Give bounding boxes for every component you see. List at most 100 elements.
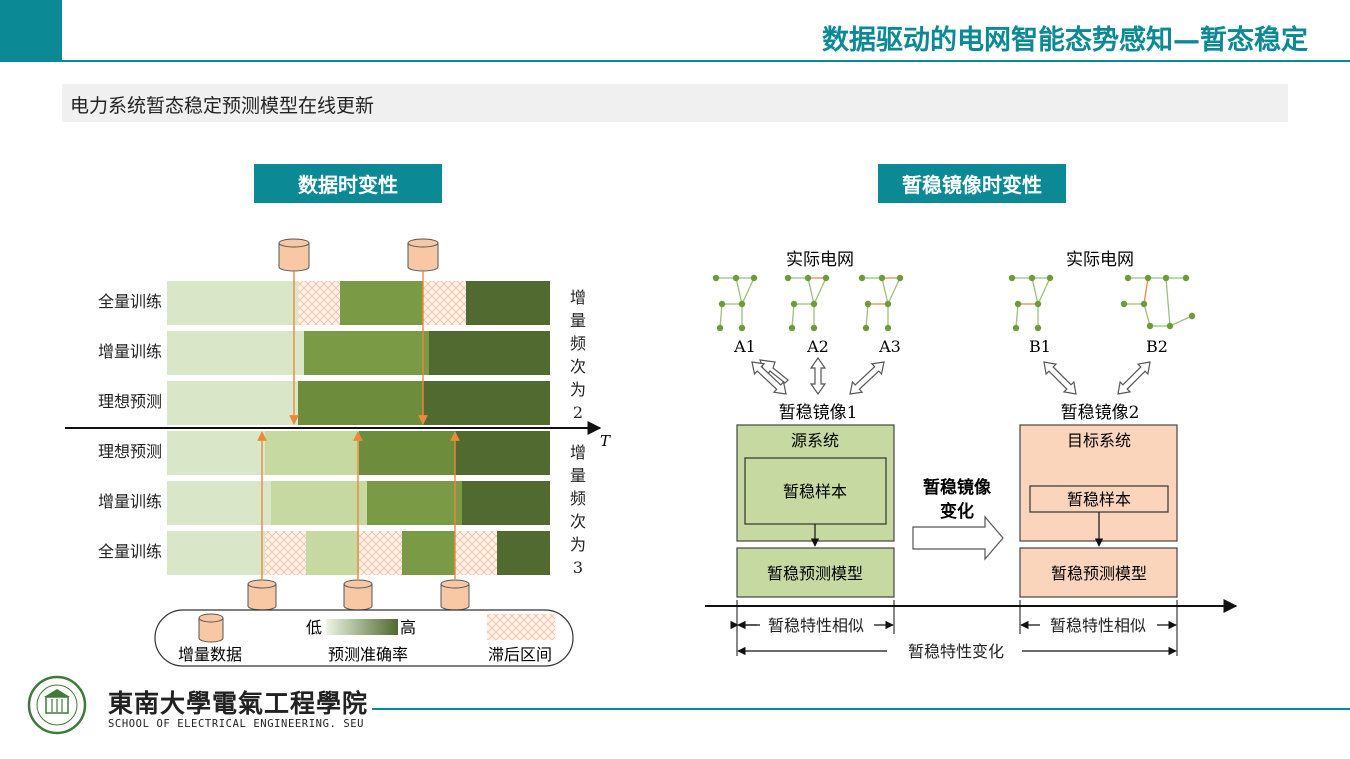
bar-segment [402,531,455,575]
grid-bus [884,324,892,332]
bar-segment [455,531,497,575]
freq-bottom-char: 频 [570,489,586,508]
school-name-en: SCHOOL OF ELECTRICAL ENGINEERING. SEU [108,718,365,730]
grid-bus [1120,300,1128,308]
grid-bus [1034,324,1042,332]
grid-bus [1124,274,1132,282]
grid-bus [788,324,796,332]
grid-network [1008,274,1054,332]
grid-topologies [712,274,1196,332]
grid-bus [804,274,812,282]
bar-segment [359,531,402,575]
row-label-incremental-bottom: 增量训练 [98,492,162,511]
mirror-change-label-2: 变化 [940,501,974,522]
grid-line [865,303,869,329]
grid-bus [1166,322,1174,330]
data-cylinder-icon [440,579,470,611]
double-arrow-icon [1117,361,1151,395]
grid-network [784,274,830,332]
bar-segment [298,381,423,425]
grid-bus [862,324,870,332]
grid-line [1165,277,1171,327]
grid-bus [810,300,818,308]
grid-bus [858,274,866,282]
grid-bus [712,274,720,282]
grid-bus [790,300,798,308]
grid-bus [1140,300,1148,308]
grid-bus [878,274,886,282]
bar-segment [497,531,550,575]
data-cylinder-icon [343,579,373,611]
row-label-ideal-bottom: 理想预测 [98,442,162,461]
header-rule [62,60,1350,62]
freq-bottom-char: 量 [570,466,586,485]
mirror2-label: 暂稳镜像2 [1061,403,1140,423]
grid-bus [750,274,758,282]
legend-data-label: 增量数据 [178,645,242,664]
bar-segment [423,281,466,325]
grid-bus [716,324,724,332]
legend-accuracy-gradient [326,619,398,635]
grid-bus [738,300,746,308]
grid-bus [810,324,818,332]
bar-segment [167,281,298,325]
grid-network [712,274,758,332]
bar-segment [423,381,550,425]
legend-data-icon [198,613,224,643]
bar-segment [359,431,455,475]
row-label-incremental-top: 增量训练 [98,342,162,361]
legend-lag-label: 滞后区间 [488,645,552,664]
grid-bus [864,300,872,308]
grid-line [741,277,755,305]
grid-bus [1034,300,1042,308]
freq-bottom-char: 3 [573,558,583,577]
bar-segment [265,531,306,575]
freq-bottom-char: 增 [570,443,586,462]
bar-segment [466,281,550,325]
actual-grid-label-right: 实际电网 [1066,250,1134,270]
grid-label-a3: A3 [878,337,901,356]
grid-bus [718,300,726,308]
grid-bus [1008,274,1016,282]
legend-low-label: 低 [306,618,322,637]
seu-emblem-icon [27,675,87,735]
grid-label-a1: A1 [733,337,756,356]
target-model-box [1019,547,1178,598]
grid-label-b1: B1 [1029,337,1051,356]
grid-line [807,277,815,305]
grid-bus [732,274,740,282]
freq-top-char: 2 [573,403,583,422]
grid-bus [1146,322,1154,330]
grid-line [791,303,795,329]
freq-bottom-char: 为 [570,535,586,554]
grid-bus [1046,274,1054,282]
mirror-change-label-1: 暂稳镜像 [923,477,992,498]
grid-label-a2: A2 [806,337,829,356]
double-arrow-icon [809,356,827,396]
grid-bus [822,274,830,282]
freq-top-char: 为 [570,380,586,399]
legend-lag-swatch [487,614,555,640]
bar-segment [167,481,271,525]
grid-bus [896,274,904,282]
row-label-full-top: 全量训练 [98,292,162,311]
freq-top-char: 频 [570,334,586,353]
bar-segment [167,331,304,375]
grid-bus [1182,274,1190,282]
source-model-box [736,547,895,598]
freq-top-char: 次 [570,357,586,376]
target-model-label: 暂稳预测模型 [1051,564,1147,583]
actual-grid-label-left: 实际电网 [786,250,854,270]
bar-segment [455,431,550,475]
bar-segment [340,281,423,325]
grid-bus [1144,274,1152,282]
grid-bus [1162,274,1170,282]
grid-bus [1014,300,1022,308]
grid-line [887,277,901,305]
double-arrow-icon [849,361,885,395]
legend-accuracy-label: 预测准确率 [328,645,408,664]
data-cylinder-icon [407,238,439,272]
grid-line [1031,277,1039,305]
grid-line [1143,277,1149,305]
footer-rule [372,708,1350,710]
